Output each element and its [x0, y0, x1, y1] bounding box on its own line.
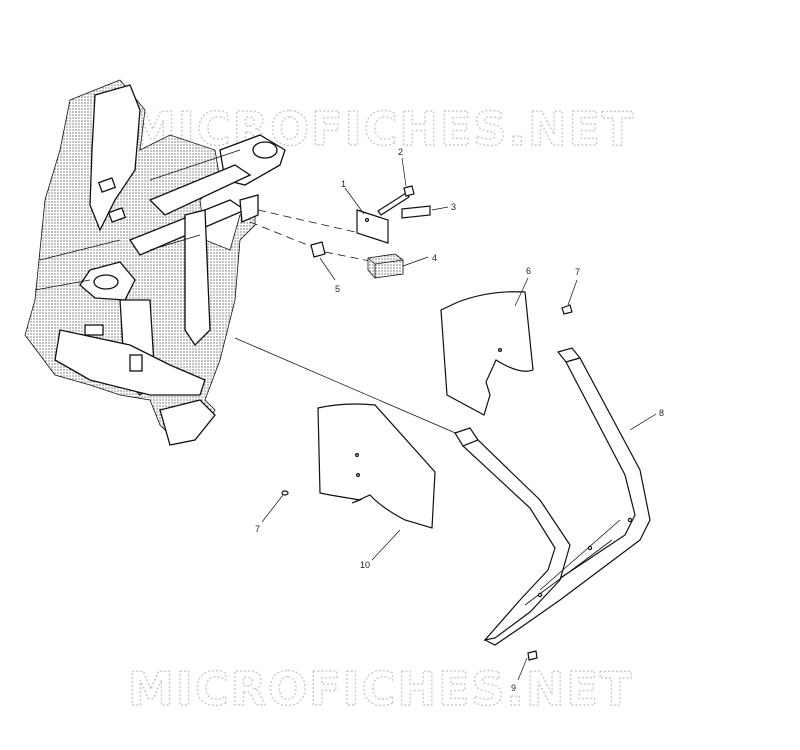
- part-6-flap: [440, 291, 534, 416]
- callout-2: 2: [398, 147, 403, 157]
- leader-4: [402, 256, 429, 267]
- part-7-rivet-left: [281, 490, 289, 496]
- callout-4: 4: [432, 253, 437, 263]
- part-1-plate: [356, 209, 389, 244]
- leader-9: [517, 657, 528, 681]
- assembly-line-2: [249, 221, 316, 249]
- leader-6: [514, 277, 529, 307]
- callout-10: 10: [360, 560, 370, 570]
- watermark-bottom: MICROFICHES.NET: [128, 662, 633, 716]
- callout-3: 3: [451, 202, 456, 212]
- callout-9: 9: [511, 683, 516, 693]
- assembly-line-1: [257, 209, 356, 233]
- callout-1: 1: [341, 179, 346, 189]
- callout-7-top: 7: [575, 267, 580, 277]
- part-3-decal: [401, 205, 431, 219]
- part-2-bolt: [377, 185, 415, 216]
- callout-5: 5: [335, 284, 340, 294]
- callout-7-left: 7: [255, 524, 260, 534]
- watermark-top: MICROFICHES.NET: [130, 102, 635, 156]
- leader-5: [319, 257, 336, 281]
- leader-8: [629, 413, 657, 431]
- chassis-frame: [24, 79, 286, 446]
- part-10-flap: [317, 403, 436, 529]
- leader-7a: [567, 279, 578, 306]
- part-7-rivet-top: [561, 304, 573, 315]
- leader-10: [371, 529, 401, 561]
- assembly-line-3: [324, 251, 376, 263]
- leader-2: [401, 157, 407, 187]
- leader-1: [344, 187, 365, 215]
- part-5-clip: [310, 241, 326, 258]
- assembly-line-4: [234, 337, 461, 436]
- part-8-bumper: [454, 347, 651, 646]
- leader-3: [431, 206, 449, 211]
- part-4-block: [367, 253, 404, 279]
- leader-7b: [261, 494, 284, 523]
- callout-8: 8: [659, 408, 664, 418]
- callout-6: 6: [526, 266, 531, 276]
- part-9-screw: [527, 650, 538, 661]
